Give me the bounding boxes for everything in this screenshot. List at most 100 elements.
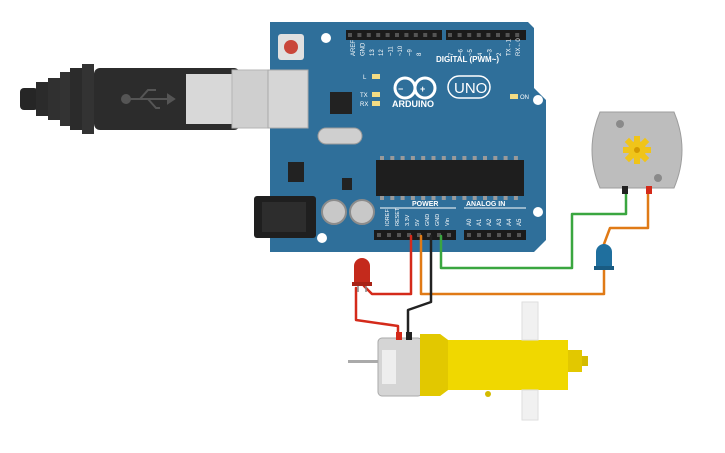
motor-terminal-red — [646, 186, 652, 194]
power-header[interactable] — [374, 230, 456, 240]
header-hole[interactable] — [357, 33, 362, 37]
header-hole[interactable] — [476, 33, 481, 37]
power-pin-label: IOREF — [385, 209, 391, 226]
header-hole[interactable] — [467, 233, 471, 237]
chip-pin — [513, 196, 518, 200]
digital-pin-label: ~9 — [407, 48, 413, 56]
capacitor — [321, 199, 347, 225]
header-hole[interactable] — [395, 33, 399, 37]
header-hole[interactable] — [397, 233, 401, 237]
model-text: UNO — [454, 80, 487, 97]
header-hole[interactable] — [377, 233, 381, 237]
gearbox-body — [420, 334, 568, 396]
chip-pin — [380, 196, 384, 200]
header-hole[interactable] — [413, 33, 418, 37]
red-wire-motor[interactable] — [354, 286, 400, 336]
header-hole[interactable] — [376, 33, 381, 37]
analog-pin-label: A2 — [487, 218, 493, 226]
header-hole[interactable] — [432, 33, 437, 37]
digital-pin-label: AREF — [351, 40, 357, 56]
header-hole[interactable] — [477, 233, 481, 237]
chip-pin — [431, 156, 436, 160]
transistor — [342, 178, 352, 190]
header-hole[interactable] — [505, 33, 510, 37]
svg-text:+: + — [420, 84, 425, 94]
header-hole[interactable] — [496, 33, 500, 37]
header-hole[interactable] — [486, 33, 491, 37]
header-hole[interactable] — [515, 33, 520, 37]
digital-header-right[interactable] — [446, 30, 526, 40]
header-hole[interactable] — [427, 233, 431, 237]
arduino-logo: − + ARDUINO UNO — [392, 75, 491, 109]
l-led — [372, 74, 380, 79]
power-pin-label: GND — [435, 214, 441, 226]
usb-ridge — [60, 72, 70, 126]
red-wire-led[interactable] — [362, 234, 413, 296]
analog-pin-label: A3 — [497, 218, 503, 226]
orange-wire-led[interactable] — [419, 234, 606, 296]
header-hole[interactable] — [404, 33, 409, 37]
header-hole[interactable] — [447, 233, 451, 237]
usb-cable[interactable] — [20, 64, 273, 134]
dc-motor[interactable] — [591, 111, 683, 194]
chip-pin — [483, 196, 487, 200]
header-hole[interactable] — [507, 233, 511, 237]
led-label-l: L — [363, 75, 367, 81]
chip-pin — [410, 196, 415, 200]
header-hole[interactable] — [423, 33, 428, 37]
header-hole[interactable] — [387, 233, 391, 237]
black-wire[interactable] — [406, 234, 433, 336]
red-led[interactable] — [352, 258, 372, 292]
bottom-header-holes — [377, 233, 521, 237]
usb-plug-shell — [186, 74, 240, 124]
crystal-oscillator — [317, 127, 363, 145]
header-hole[interactable] — [467, 33, 472, 37]
gear-motor-terminal-black — [406, 332, 412, 340]
green-wire[interactable] — [439, 186, 628, 270]
header-hole[interactable] — [517, 233, 521, 237]
chip-pin — [493, 156, 498, 160]
analog-label: ANALOG IN — [466, 201, 505, 208]
header-hole[interactable] — [366, 33, 371, 37]
usb-strain-relief — [36, 82, 50, 116]
output-shaft-bottom — [521, 389, 539, 421]
reset-button[interactable] — [278, 34, 304, 60]
header-hole[interactable] — [385, 33, 390, 37]
header-hole[interactable] — [487, 233, 491, 237]
power-jack[interactable] — [254, 196, 316, 238]
header-hole[interactable] — [417, 233, 421, 237]
gear-motor-terminal-red — [396, 332, 402, 340]
blue-led[interactable] — [594, 244, 614, 270]
header-hole[interactable] — [407, 233, 411, 237]
digital-pin-label: 13 — [370, 49, 376, 56]
model-badge — [447, 75, 491, 99]
usb-ridge — [82, 64, 94, 134]
mount-hole — [533, 207, 543, 217]
power-pin-label: 3.3V — [405, 214, 411, 226]
power-label: POWER — [412, 201, 438, 208]
digital-pin-label: RX←0 — [516, 38, 522, 56]
atmega-chip — [376, 160, 524, 196]
header-hole[interactable] — [457, 33, 462, 37]
mount-hole — [321, 33, 331, 43]
chip-pin — [400, 156, 405, 160]
output-shaft-top — [521, 301, 539, 341]
header-hole[interactable] — [497, 233, 501, 237]
usb-controller-chip — [330, 92, 352, 114]
digital-header-holes — [348, 33, 520, 37]
chip-pin — [400, 196, 405, 200]
digital-header-left[interactable] — [346, 30, 442, 40]
gear-motor[interactable] — [348, 301, 588, 421]
digital-pin-label: 12 — [379, 49, 385, 56]
analog-header[interactable] — [464, 230, 526, 240]
header-hole[interactable] — [448, 33, 452, 37]
wires — [354, 186, 650, 336]
header-hole[interactable] — [437, 233, 441, 237]
chip-pin — [421, 196, 426, 200]
header-hole[interactable] — [348, 33, 352, 37]
analog-pin-label: A0 — [467, 218, 473, 226]
